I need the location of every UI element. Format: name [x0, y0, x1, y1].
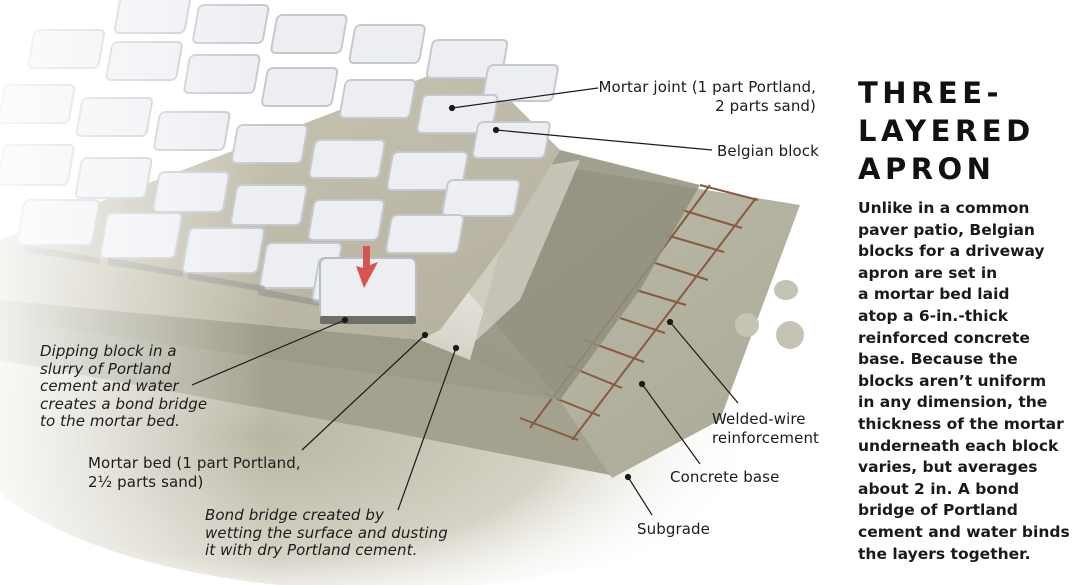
- callout-line: Subgrade: [637, 520, 710, 538]
- body-line: a mortar bed laid: [858, 285, 1010, 304]
- title-line: APRON: [858, 152, 996, 186]
- body-line: reinforced concrete: [858, 328, 1030, 347]
- callout-mortar-joint: Mortar joint (1 part Portland, 2 parts s…: [580, 78, 816, 116]
- body-line: base. Because the: [858, 350, 1018, 369]
- callout-line: creates a bond bridge: [40, 394, 208, 413]
- body-line: about 2 in. A bond: [858, 479, 1020, 498]
- body-line: apron are set in: [858, 263, 998, 282]
- callout-line: wetting the surface and dusting: [205, 523, 448, 542]
- body-line: underneath each block: [858, 436, 1059, 455]
- callout-line: Concrete base: [670, 468, 780, 486]
- callout-belgian-block: Belgian block: [717, 142, 819, 161]
- callout-line: Mortar joint (1 part Portland,: [598, 78, 816, 96]
- callout-line: reinforcement: [712, 429, 820, 447]
- title-line: LAYERED: [858, 114, 1035, 148]
- body-line: the layers together.: [858, 544, 1031, 563]
- body-line: Unlike in a common: [858, 199, 1030, 217]
- body-line: bridge of Portland: [858, 501, 1018, 520]
- callout-line: Belgian block: [717, 142, 819, 160]
- title-line: THREE-: [858, 76, 1004, 110]
- callout-bond-bridge: Bond bridge created by wetting the surfa…: [205, 506, 448, 560]
- callout-dipping-block: Dipping block in a slurry of Portland ce…: [40, 342, 208, 431]
- body-line: blocks aren’t uniform: [858, 371, 1047, 390]
- description-text: Unlike in a common paver patio, Belgian …: [858, 198, 1080, 565]
- body-line: varies, but averages: [858, 458, 1038, 477]
- body-line: in any dimension, the: [858, 393, 1048, 412]
- callout-line: Dipping block in a: [40, 342, 177, 360]
- callout-line: it with dry Portland cement.: [205, 541, 418, 559]
- callout-line: Mortar bed (1 part Portland,: [88, 454, 301, 472]
- sidebar-description: THREE- LAYERED APRON Unlike in a common …: [858, 74, 1080, 565]
- callout-subgrade: Subgrade: [637, 520, 710, 539]
- body-line: blocks for a driveway: [858, 242, 1045, 261]
- leader-lines: [191, 87, 739, 516]
- callout-concrete-base: Concrete base: [670, 468, 779, 487]
- body-line: thickness of the mortar: [858, 414, 1064, 433]
- callout-mortar-bed: Mortar bed (1 part Portland, 2½ parts sa…: [88, 454, 301, 492]
- callout-line: 2½ parts sand): [88, 473, 204, 491]
- callout-line: Welded-wire: [712, 410, 806, 428]
- callout-line: 2 parts sand): [715, 97, 816, 115]
- page-title: THREE- LAYERED APRON: [858, 74, 1080, 188]
- callout-welded-wire: Welded-wire reinforcement: [712, 410, 819, 448]
- callout-line: Bond bridge created by: [205, 506, 384, 524]
- callout-line: slurry of Portland: [40, 359, 172, 378]
- callout-line: to the mortar bed.: [40, 412, 181, 430]
- callout-line: cement and water: [40, 377, 179, 395]
- body-line: atop a 6-in.-thick: [858, 306, 1009, 325]
- body-line: cement and water binds: [858, 522, 1070, 541]
- body-line: paver patio, Belgian: [858, 220, 1035, 239]
